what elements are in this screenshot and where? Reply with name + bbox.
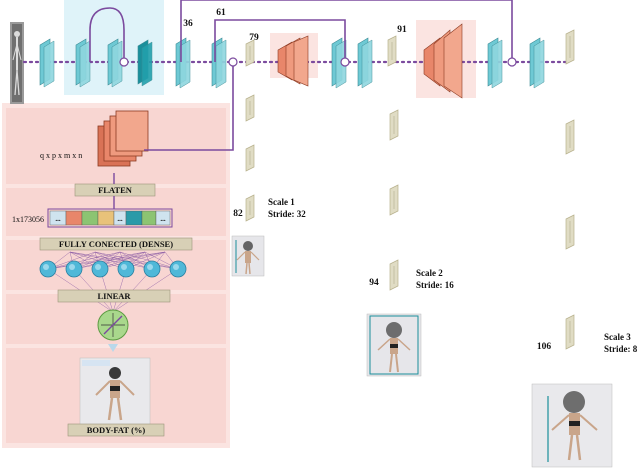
layer-block-back <box>491 39 503 89</box>
person-silhouette-icon <box>10 22 24 104</box>
scale1-conv-stack <box>277 35 309 87</box>
conv-volume <box>97 110 149 167</box>
layer-block-back <box>361 39 373 89</box>
scale2-detection-photo <box>366 313 422 377</box>
dense-neuron-highlight <box>95 264 101 270</box>
dense-connection-in <box>73 251 146 270</box>
layer-number-106: 106 <box>537 342 552 352</box>
scale2-conv-stack <box>423 23 463 99</box>
layer-number-82: 82 <box>233 209 243 219</box>
dense-header <box>39 237 193 251</box>
scale2-label: Scale 2 <box>416 268 443 278</box>
vector-size-label: 1x173056 <box>12 215 44 224</box>
flatten-vector <box>47 208 173 228</box>
skip-route-61 <box>214 19 346 62</box>
linear-activation-icon <box>97 309 129 341</box>
dense-neuron-highlight <box>43 264 49 270</box>
dense-connection-in <box>94 251 179 270</box>
down-arrow-icon <box>108 344 118 352</box>
dense-connection-in <box>69 251 179 270</box>
layer-number-36: 36 <box>183 19 193 29</box>
dense-connection-in <box>73 251 166 270</box>
linear-header <box>57 289 171 303</box>
dense-layer <box>39 251 187 313</box>
regression-route <box>144 62 234 151</box>
scale1-detection-photo <box>231 235 265 277</box>
skip-route-36 <box>180 0 513 62</box>
output-label: BODY-FAT (%) <box>87 425 146 435</box>
dense-neuron-highlight <box>69 264 75 270</box>
linear-label: LINEAR <box>97 291 131 301</box>
dense-connection-in <box>99 251 166 270</box>
vector-dots-1: ... <box>55 215 61 223</box>
concat-node-36 <box>507 57 517 67</box>
vector-dots-2: ... <box>117 215 123 223</box>
dense-connection-in <box>69 251 127 270</box>
scale1-label: Scale 1 <box>268 197 295 207</box>
layer-block-back <box>43 40 55 88</box>
flatten-header <box>74 183 156 197</box>
dense-neuron-highlight <box>121 264 127 270</box>
layer-number-61: 61 <box>216 8 226 18</box>
flatten-label: FLATEN <box>98 185 133 195</box>
layer-block-back <box>179 39 191 89</box>
layer-block-back <box>111 40 123 88</box>
cyan-block-group <box>39 37 545 89</box>
output-photo <box>79 357 151 427</box>
dense-connection-in <box>69 251 153 270</box>
feature-map-group <box>245 29 575 350</box>
layer-number-91: 91 <box>397 25 407 35</box>
layer-number-79: 79 <box>249 33 259 43</box>
vector-dots-3: ... <box>160 215 166 223</box>
scale2-stride: Stride: 16 <box>416 280 454 290</box>
layer-block-back <box>79 40 91 88</box>
dense-neuron-highlight <box>173 264 179 270</box>
concat-node-61 <box>340 57 350 67</box>
dense-connection-in <box>119 251 179 270</box>
scale1-stride: Stride: 32 <box>268 209 306 219</box>
layer-block-back <box>215 39 227 89</box>
tensor-shape-label: q x p x m x n <box>40 151 82 160</box>
dense-label: FULLY CONECTED (DENSE) <box>59 239 173 249</box>
output-header <box>67 423 165 437</box>
layer-number-94: 94 <box>369 278 379 288</box>
residual-add-node <box>119 57 129 67</box>
layer-block-back <box>533 39 545 89</box>
layer-block-back <box>141 41 153 87</box>
residual-arc <box>89 7 125 62</box>
dense-neuron-highlight <box>147 264 153 270</box>
scale3-detection-photo <box>531 383 613 468</box>
scale3-label: Scale 3 <box>604 332 631 342</box>
scale3-stride: Stride: 8 <box>604 344 638 354</box>
regression-split-node <box>228 57 238 67</box>
